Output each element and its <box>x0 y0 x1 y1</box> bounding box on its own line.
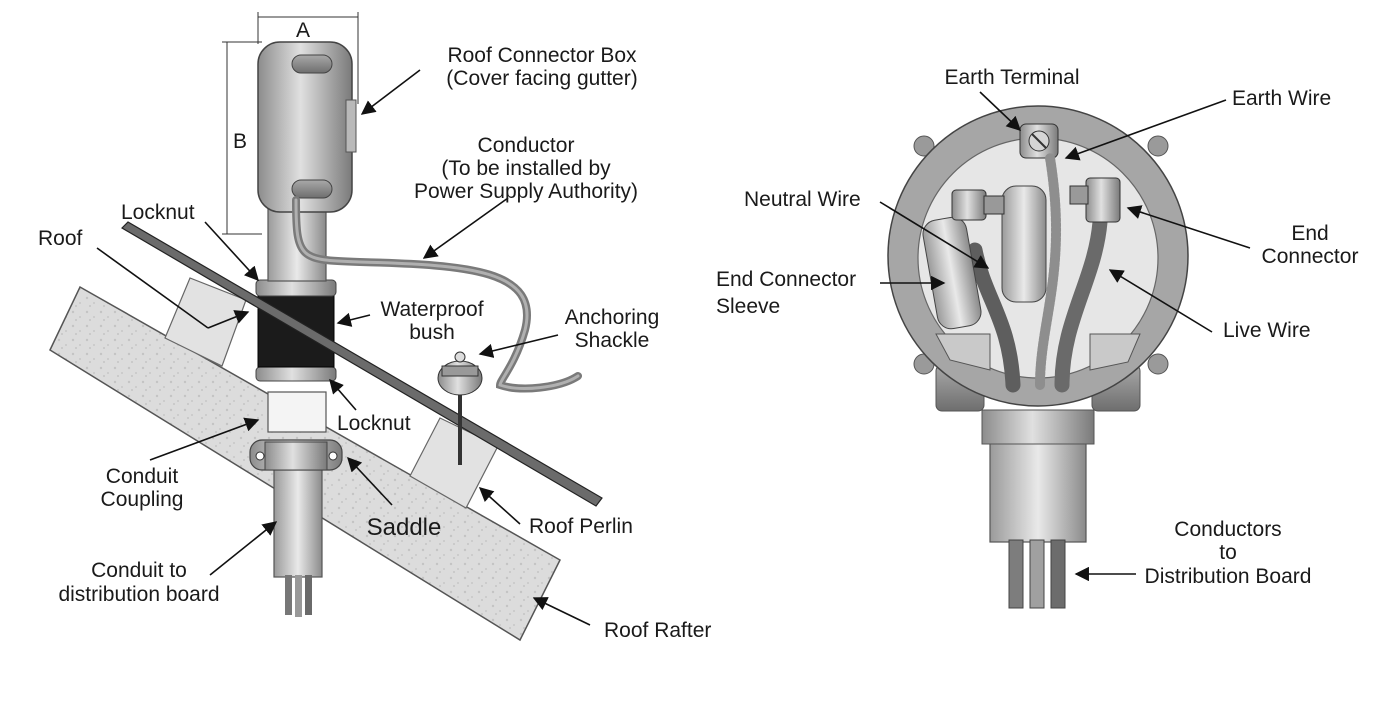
label-end-connector-1: End <box>1291 222 1328 245</box>
label-saddle: Saddle <box>367 514 442 541</box>
label-locknut-bottom: Locknut <box>337 412 411 435</box>
end-connector-sleeve-middle <box>1001 185 1047 303</box>
label-waterproof-bush-2: bush <box>409 321 455 344</box>
label-conduit-1: Conduit to <box>91 559 187 582</box>
locknut-bottom <box>255 366 337 382</box>
dimension-b: B <box>222 41 262 235</box>
conductor-wire <box>292 196 582 393</box>
label-end-connector-2: Connector <box>1262 245 1359 268</box>
label-earth-terminal: Earth Terminal <box>944 66 1079 89</box>
waterproof-bush <box>257 294 335 368</box>
roof-sheet <box>121 221 603 507</box>
label-conductor-3: Power Supply Authority) <box>414 180 638 203</box>
label-earth-wire: Earth Wire <box>1232 87 1331 110</box>
end-connector-left <box>951 189 1005 221</box>
left-diagram: A B Roof Connector Box (Cove <box>38 12 711 642</box>
label-end-connector-sleeve-2: Sleeve <box>716 295 780 318</box>
label-neutral-wire: Neutral Wire <box>744 188 861 211</box>
conduit-coupling <box>267 391 327 433</box>
label-locknut-top: Locknut <box>121 201 195 224</box>
roof-connector-box <box>257 41 357 213</box>
end-connector-right <box>1069 177 1121 223</box>
earth-terminal <box>1019 123 1059 159</box>
label-roof: Roof <box>38 227 83 250</box>
dimension-a-label: A <box>296 19 310 42</box>
label-conduit-coupling-2: Coupling <box>101 488 184 511</box>
locknut-top <box>255 279 337 297</box>
left-labels: Roof Connector Box (Cover facing gutter)… <box>38 44 711 642</box>
earth-wire <box>1035 153 1062 390</box>
right-labels: Earth Terminal Earth Wire Neutral Wire E… <box>716 66 1358 588</box>
label-conduit-coupling-1: Conduit <box>106 465 179 488</box>
end-connector-sleeve-left <box>922 216 982 330</box>
left-leaders <box>96 69 591 626</box>
label-roof-connector-box-2: (Cover facing gutter) <box>446 67 637 90</box>
box-conduit-collar <box>981 409 1095 445</box>
anchoring-shackle <box>437 351 483 465</box>
label-conduit-2: distribution board <box>58 583 219 606</box>
label-conductor-2: (To be installed by <box>441 157 611 180</box>
label-live-wire: Live Wire <box>1223 319 1311 342</box>
label-anchoring-shackle-1: Anchoring <box>565 306 660 329</box>
dimension-b-label: B <box>233 130 247 153</box>
label-anchoring-shackle-2: Shackle <box>575 329 650 352</box>
label-conductors-2: to <box>1219 541 1237 564</box>
saddle <box>249 439 343 471</box>
label-conductors-3: Distribution Board <box>1145 565 1312 588</box>
dimension-a: A <box>257 12 359 104</box>
label-roof-perlin: Roof Perlin <box>529 515 633 538</box>
live-wire <box>1054 214 1108 393</box>
label-conductors-1: Conductors <box>1174 518 1281 541</box>
label-roof-connector-box-1: Roof Connector Box <box>447 44 637 67</box>
right-leaders <box>879 91 1251 582</box>
box-conduit-tube <box>989 439 1087 543</box>
right-diagram: Earth Terminal Earth Wire Neutral Wire E… <box>716 66 1358 609</box>
label-waterproof-bush-1: Waterproof <box>380 298 483 321</box>
label-end-connector-sleeve-1: End Connector <box>716 268 856 291</box>
conduit-pipe <box>273 454 323 578</box>
label-roof-rafter: Roof Rafter <box>604 619 711 642</box>
label-conductor-1: Conductor <box>478 134 575 157</box>
